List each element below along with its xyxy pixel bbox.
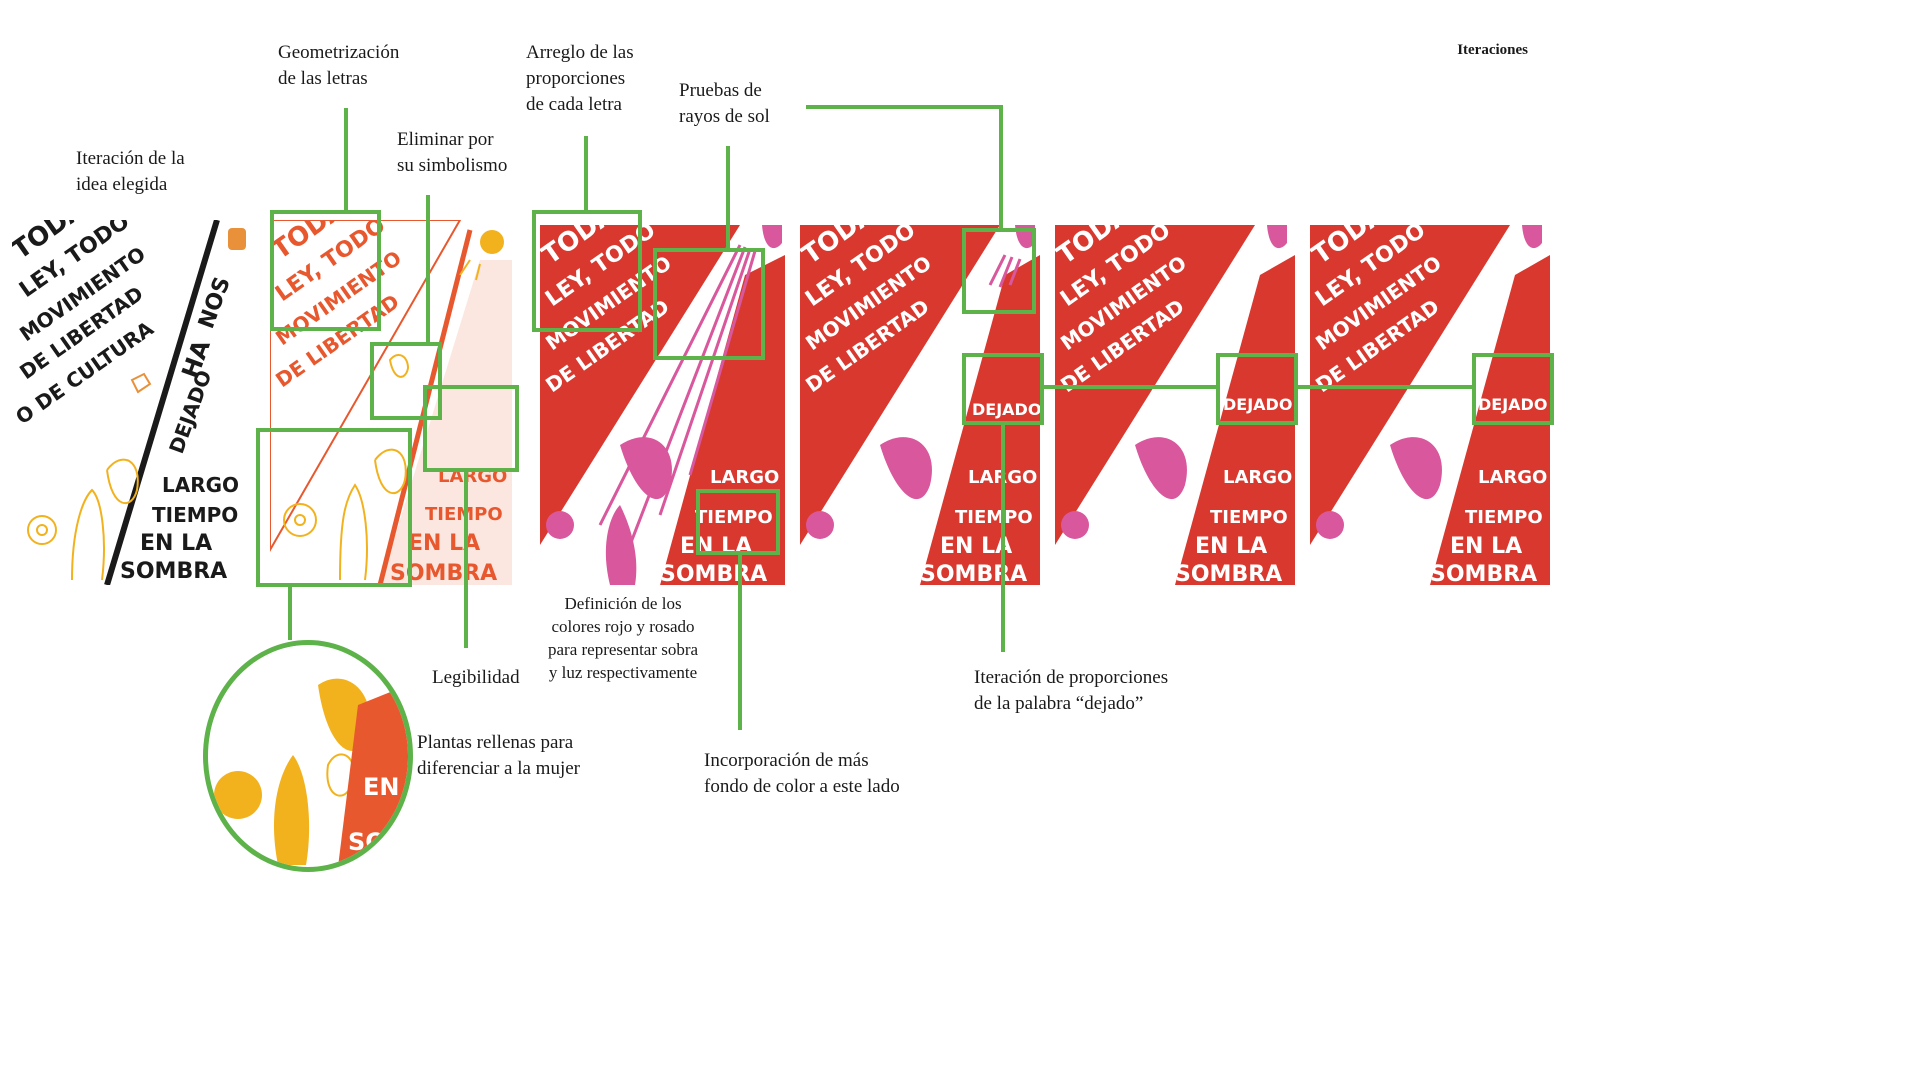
poster-right-word: TIEMPO [1465, 507, 1543, 528]
highlight-box [370, 342, 442, 420]
poster-right-word: EN LA [408, 531, 480, 556]
note-eliminar: Eliminar por su simbolismo [397, 129, 508, 176]
poster-right-word: LARGO [162, 473, 239, 497]
poster-right-word: LARGO [1223, 467, 1292, 488]
poster-iteration-3: TODA LEY, TODO MOVIMIENTO DE LIBERTAD DE… [800, 225, 1040, 585]
highlight-box [270, 210, 381, 331]
poster-right-word: DEJADO [1478, 395, 1547, 414]
poster-right-word: DEJADO [1223, 395, 1292, 414]
poster-right-word: SOMBRA [1430, 562, 1537, 585]
highlight-box [1216, 353, 1298, 425]
poster-iteration-4: TODA LEY, TODO MOVIMIENTO DE LIBERTAD DE… [1055, 225, 1295, 585]
note-definicion-colores: Definición de los colores rojo y rosado … [548, 594, 699, 682]
highlight-box [1472, 353, 1554, 425]
highlight-box [696, 489, 780, 555]
note-plantas: Plantas rellenas para diferenciar a la m… [417, 732, 580, 779]
highlight-box [962, 353, 1044, 425]
highlight-box [653, 248, 765, 360]
note-pruebas-sol: Pruebas de rayos de sol [679, 80, 770, 127]
highlight-box [256, 428, 412, 587]
note-iteracion-idea: Iteración de la idea elegida [76, 148, 185, 195]
highlight-box [423, 385, 519, 472]
poster-right-word: TIEMPO [425, 504, 503, 525]
svg-text:EN: EN [363, 773, 399, 801]
note-legibilidad: Legibilidad [432, 667, 520, 688]
poster-right-word: TIEMPO [955, 507, 1033, 528]
poster-right-word: SOMBRA [120, 559, 227, 584]
poster-right-word: SOMBRA [920, 562, 1027, 585]
poster-iteration-orange: TODA LEY, TODO MOVIMIENTO DE LIBERTAD LA… [270, 220, 512, 585]
poster-iteration-2: TODA LEY, TODO MOVIMIENTO DE LIBERTAD LA… [540, 225, 785, 585]
poster-red-pink-art: TODA LEY, TODO MOVIMIENTO DE LIBERTAD LA… [540, 225, 785, 585]
poster-right-word: EN LA [1450, 534, 1522, 559]
poster-orange-art: TODA LEY, TODO MOVIMIENTO DE LIBERTAD LA… [270, 220, 512, 585]
note-incorporacion: Incorporación de más fondo de color a es… [704, 750, 900, 797]
poster-right-word: EN LA [940, 534, 1012, 559]
zoom-circle: EN SO CU [203, 640, 413, 872]
poster-right-word: TIEMPO [1210, 507, 1288, 528]
highlight-box [962, 228, 1036, 314]
poster-right-word: EN LA [1195, 534, 1267, 559]
poster-right-word: LARGO [1478, 467, 1547, 488]
poster-right-word: EN LA [140, 531, 212, 556]
page-title: Iteraciones [1457, 42, 1528, 58]
poster-red-pink-art: TODA LEY, TODO MOVIMIENTO DE LIBERTAD DE… [800, 225, 1040, 585]
note-geometrizacion: Geometrización de las letras [278, 42, 400, 89]
highlight-box [532, 210, 642, 332]
connector-lines [256, 105, 1554, 730]
poster-right-word: SOMBRA [1175, 562, 1282, 585]
poster-sketch: TODA LEY, TODO MOVIMIENTO DE LIBERTAD O … [12, 220, 252, 585]
poster-right-word: TIEMPO [152, 503, 238, 527]
note-arreglo: Arreglo de las proporciones de cada letr… [526, 42, 634, 115]
poster-right-word: LARGO [710, 467, 779, 488]
poster-sketch-art: TODA LEY, TODO MOVIMIENTO DE LIBERTAD O … [12, 220, 252, 585]
poster-right-word: TIEMPO [695, 507, 773, 528]
poster-red-pink-art: TODA LEY, TODO MOVIMIENTO DE LIBERTAD DE… [1055, 225, 1295, 585]
note-iteracion-dejado: Iteración de proporciones de la palabra … [974, 667, 1169, 714]
poster-right-word: SOMBRA [390, 561, 497, 585]
poster-right-word: DEJADO [972, 400, 1040, 419]
